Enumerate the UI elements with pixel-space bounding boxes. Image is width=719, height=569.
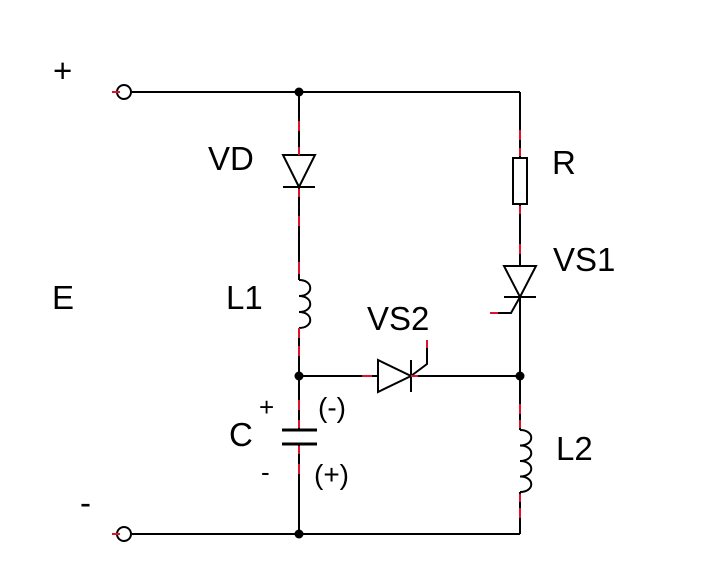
thyristor-vs2 — [377, 345, 428, 394]
inductor-l1 — [298, 279, 312, 329]
capacitor-c — [282, 428, 317, 446]
junction-mid-left — [294, 371, 304, 381]
l2-label: L2 — [556, 430, 593, 467]
r-label: R — [552, 144, 576, 181]
junction-mid-right — [515, 371, 525, 381]
l1-label: L1 — [226, 279, 263, 316]
resistor-r — [512, 157, 528, 205]
vd-label: VD — [208, 140, 254, 177]
junction-bottom — [294, 529, 304, 539]
pin-markers — [298, 121, 521, 518]
vs2-label: VS2 — [367, 300, 429, 337]
capacitor-plus-label: + — [259, 392, 274, 422]
minus-terminal-label: - — [80, 484, 91, 521]
thyristor-vs1 — [496, 265, 538, 314]
diode-vd — [281, 154, 317, 190]
inductor-l2 — [519, 429, 533, 493]
vs1-label: VS1 — [553, 241, 615, 278]
source-e-label: E — [52, 279, 74, 316]
c-label: C — [229, 416, 253, 453]
capacitor-minus-label: - — [261, 457, 270, 487]
plus-terminal-label: + — [53, 52, 72, 89]
capacitor-reversed-minus-label: (-) — [318, 392, 346, 423]
junction-top — [294, 87, 304, 97]
capacitor-reversed-plus-label: (+) — [314, 459, 349, 490]
